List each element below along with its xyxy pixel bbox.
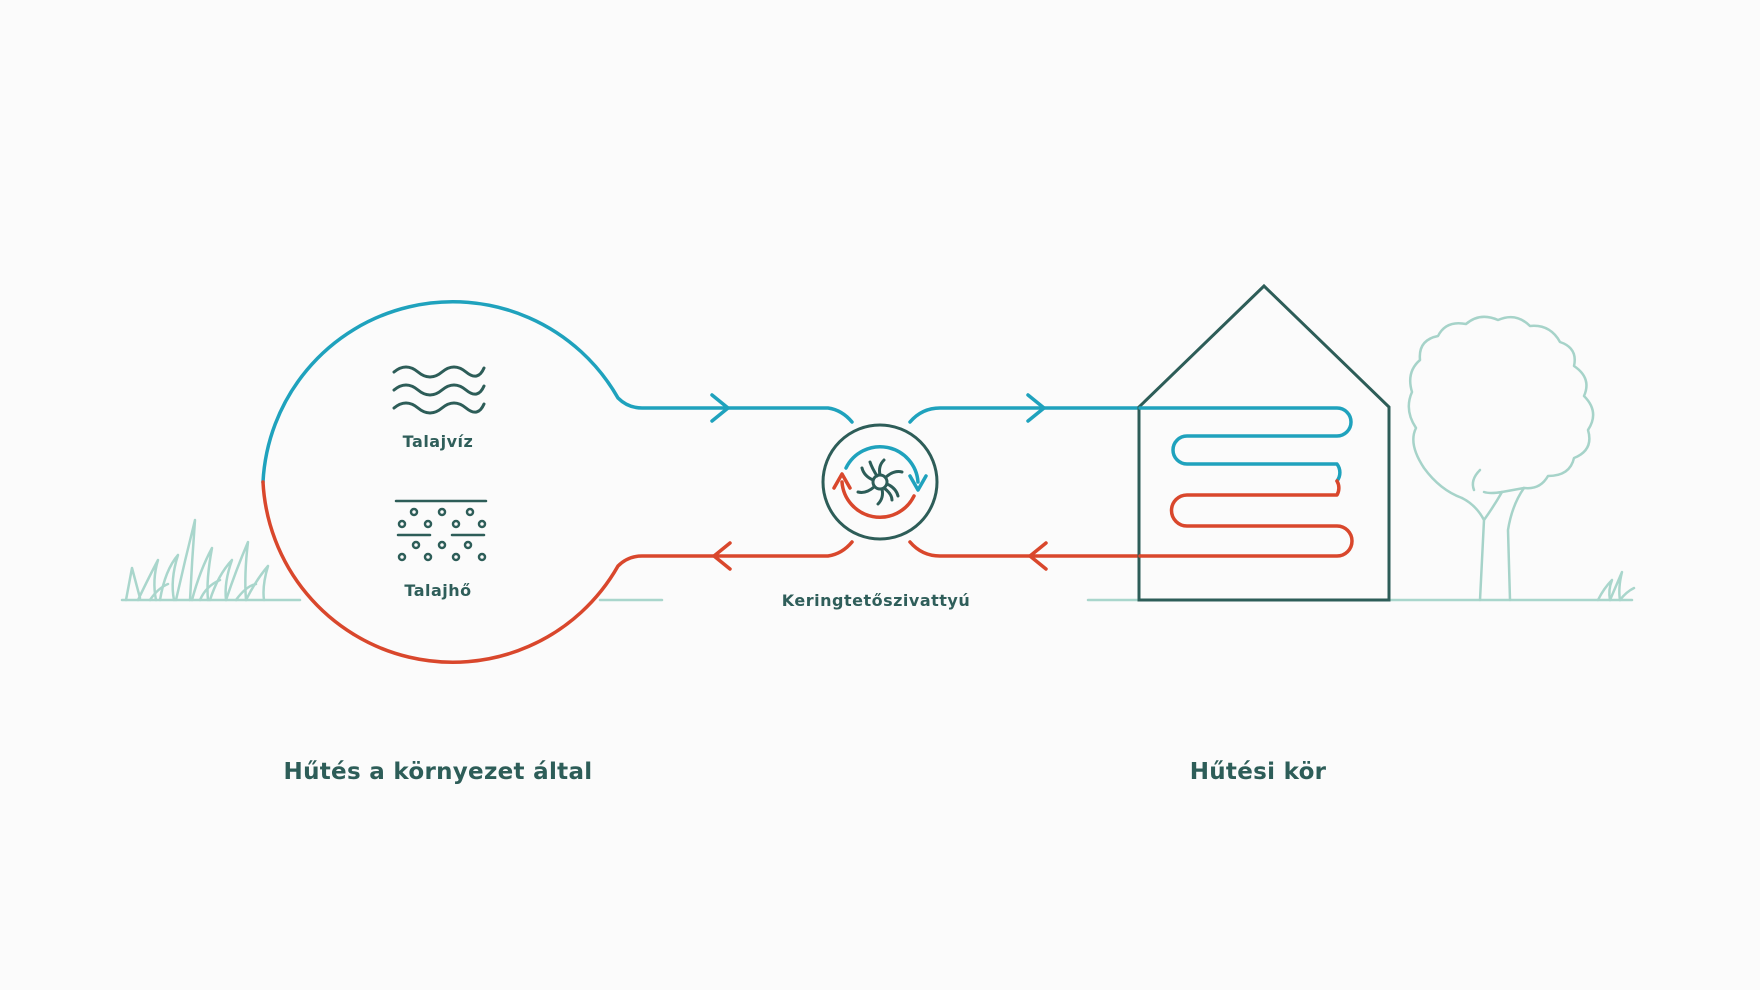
coil-cold	[1138, 406, 1353, 483]
env-cooling-title: Hűtés a környezet által	[284, 759, 593, 785]
pump-label: Keringtetőszivattyú	[782, 591, 971, 610]
serpentine-coil	[1138, 406, 1354, 558]
arrow-right-icon	[710, 393, 730, 423]
coil-hot	[1138, 479, 1354, 558]
pump-icon	[821, 423, 939, 541]
cold-loop-arc	[261, 300, 854, 484]
arrow-left-icon	[712, 541, 732, 571]
pump-cold-arrow	[844, 445, 920, 484]
hot-return-pipe	[908, 540, 1142, 558]
environment-loop	[261, 300, 854, 664]
grass-small-icon	[1596, 570, 1636, 602]
arrow-right-icon	[1026, 393, 1046, 423]
house-pipes	[908, 406, 1142, 558]
tree-icon	[1407, 315, 1595, 602]
hot-loop-arc	[261, 480, 854, 664]
pump-hot-arrow	[840, 480, 916, 519]
wave-icon	[392, 365, 486, 415]
grass-icon	[124, 518, 270, 602]
impeller-icon	[856, 458, 904, 506]
groundwater-label: Talajvíz	[403, 432, 474, 451]
soil-icon	[394, 499, 488, 562]
ground-heat-label: Talajhő	[404, 581, 471, 600]
arrow-left-icon	[1028, 541, 1048, 571]
house-icon	[1137, 283, 1391, 602]
cooling-circuit-title: Hűtési kör	[1190, 759, 1327, 785]
cold-supply-pipe	[908, 406, 1142, 424]
